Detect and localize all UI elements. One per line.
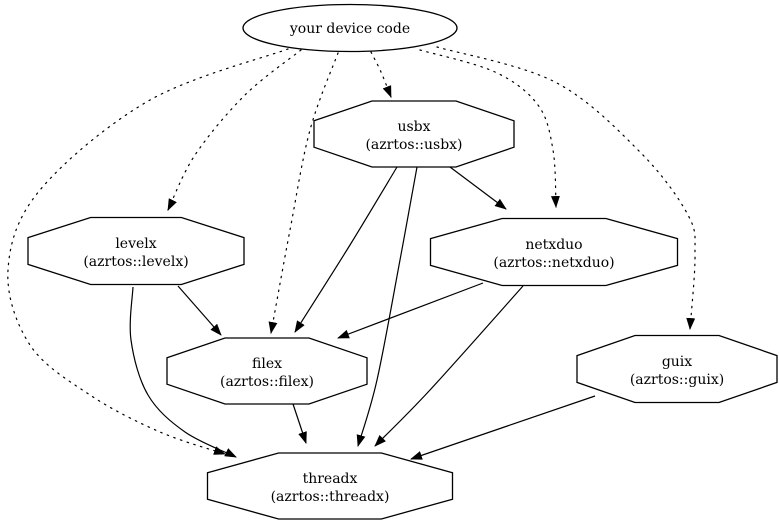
edges-layer xyxy=(7,46,696,460)
edge-levelx-threadx xyxy=(129,286,237,458)
node-sublabel: (azrtos::filex) xyxy=(220,374,314,390)
edge-guix-threadx xyxy=(410,395,596,460)
node-filex: filex(azrtos::filex) xyxy=(166,337,368,405)
node-label: threadx xyxy=(303,471,358,487)
node-sublabel: (azrtos::threadx) xyxy=(271,489,390,505)
node-levelx: levelx(azrtos::levelx) xyxy=(27,216,245,286)
node-threadx: threadx(azrtos::threadx) xyxy=(206,452,454,520)
node-device: your device code xyxy=(242,3,458,53)
edge-usbx-filex xyxy=(294,166,398,333)
edge-device-levelx xyxy=(167,49,302,211)
node-label: levelx xyxy=(115,236,156,252)
node-label: guix xyxy=(662,354,692,370)
edge-usbx-netxduo xyxy=(449,166,507,210)
node-label: usbx xyxy=(397,119,430,135)
edge-device-guix xyxy=(436,46,696,330)
ellipse-shape xyxy=(242,3,458,53)
node-label: netxduo xyxy=(525,237,582,253)
nodes-layer: your device codeusbx(azrtos::usbx)levelx… xyxy=(27,3,778,520)
octagon-shape xyxy=(27,216,245,286)
node-label: filex xyxy=(252,356,282,372)
edge-device-netxduo xyxy=(419,49,560,208)
edge-usbx-threadx xyxy=(356,166,418,447)
edge-netxduo-filex xyxy=(337,282,484,339)
octagon-shape xyxy=(576,334,778,404)
node-netxduo: netxduo(azrtos::netxduo) xyxy=(429,217,679,287)
edge-device-filex xyxy=(268,52,339,334)
octagon-shape xyxy=(206,452,454,520)
edge-device-threadx xyxy=(7,48,289,455)
node-sublabel: (azrtos::netxduo) xyxy=(493,255,614,271)
octagon-shape xyxy=(313,100,515,168)
edge-levelx-filex xyxy=(177,285,222,336)
node-sublabel: (azrtos::usbx) xyxy=(365,137,462,153)
octagon-shape xyxy=(429,217,679,287)
node-sublabel: (azrtos::levelx) xyxy=(83,254,188,270)
edge-filex-threadx xyxy=(292,403,307,444)
node-guix: guix(azrtos::guix) xyxy=(576,334,778,404)
node-label: your device code xyxy=(289,21,410,37)
node-sublabel: (azrtos::guix) xyxy=(630,372,724,388)
octagon-shape xyxy=(166,337,368,405)
edge-netxduo-threadx xyxy=(374,285,524,447)
edge-device-usbx xyxy=(370,51,392,98)
node-usbx: usbx(azrtos::usbx) xyxy=(313,100,515,168)
